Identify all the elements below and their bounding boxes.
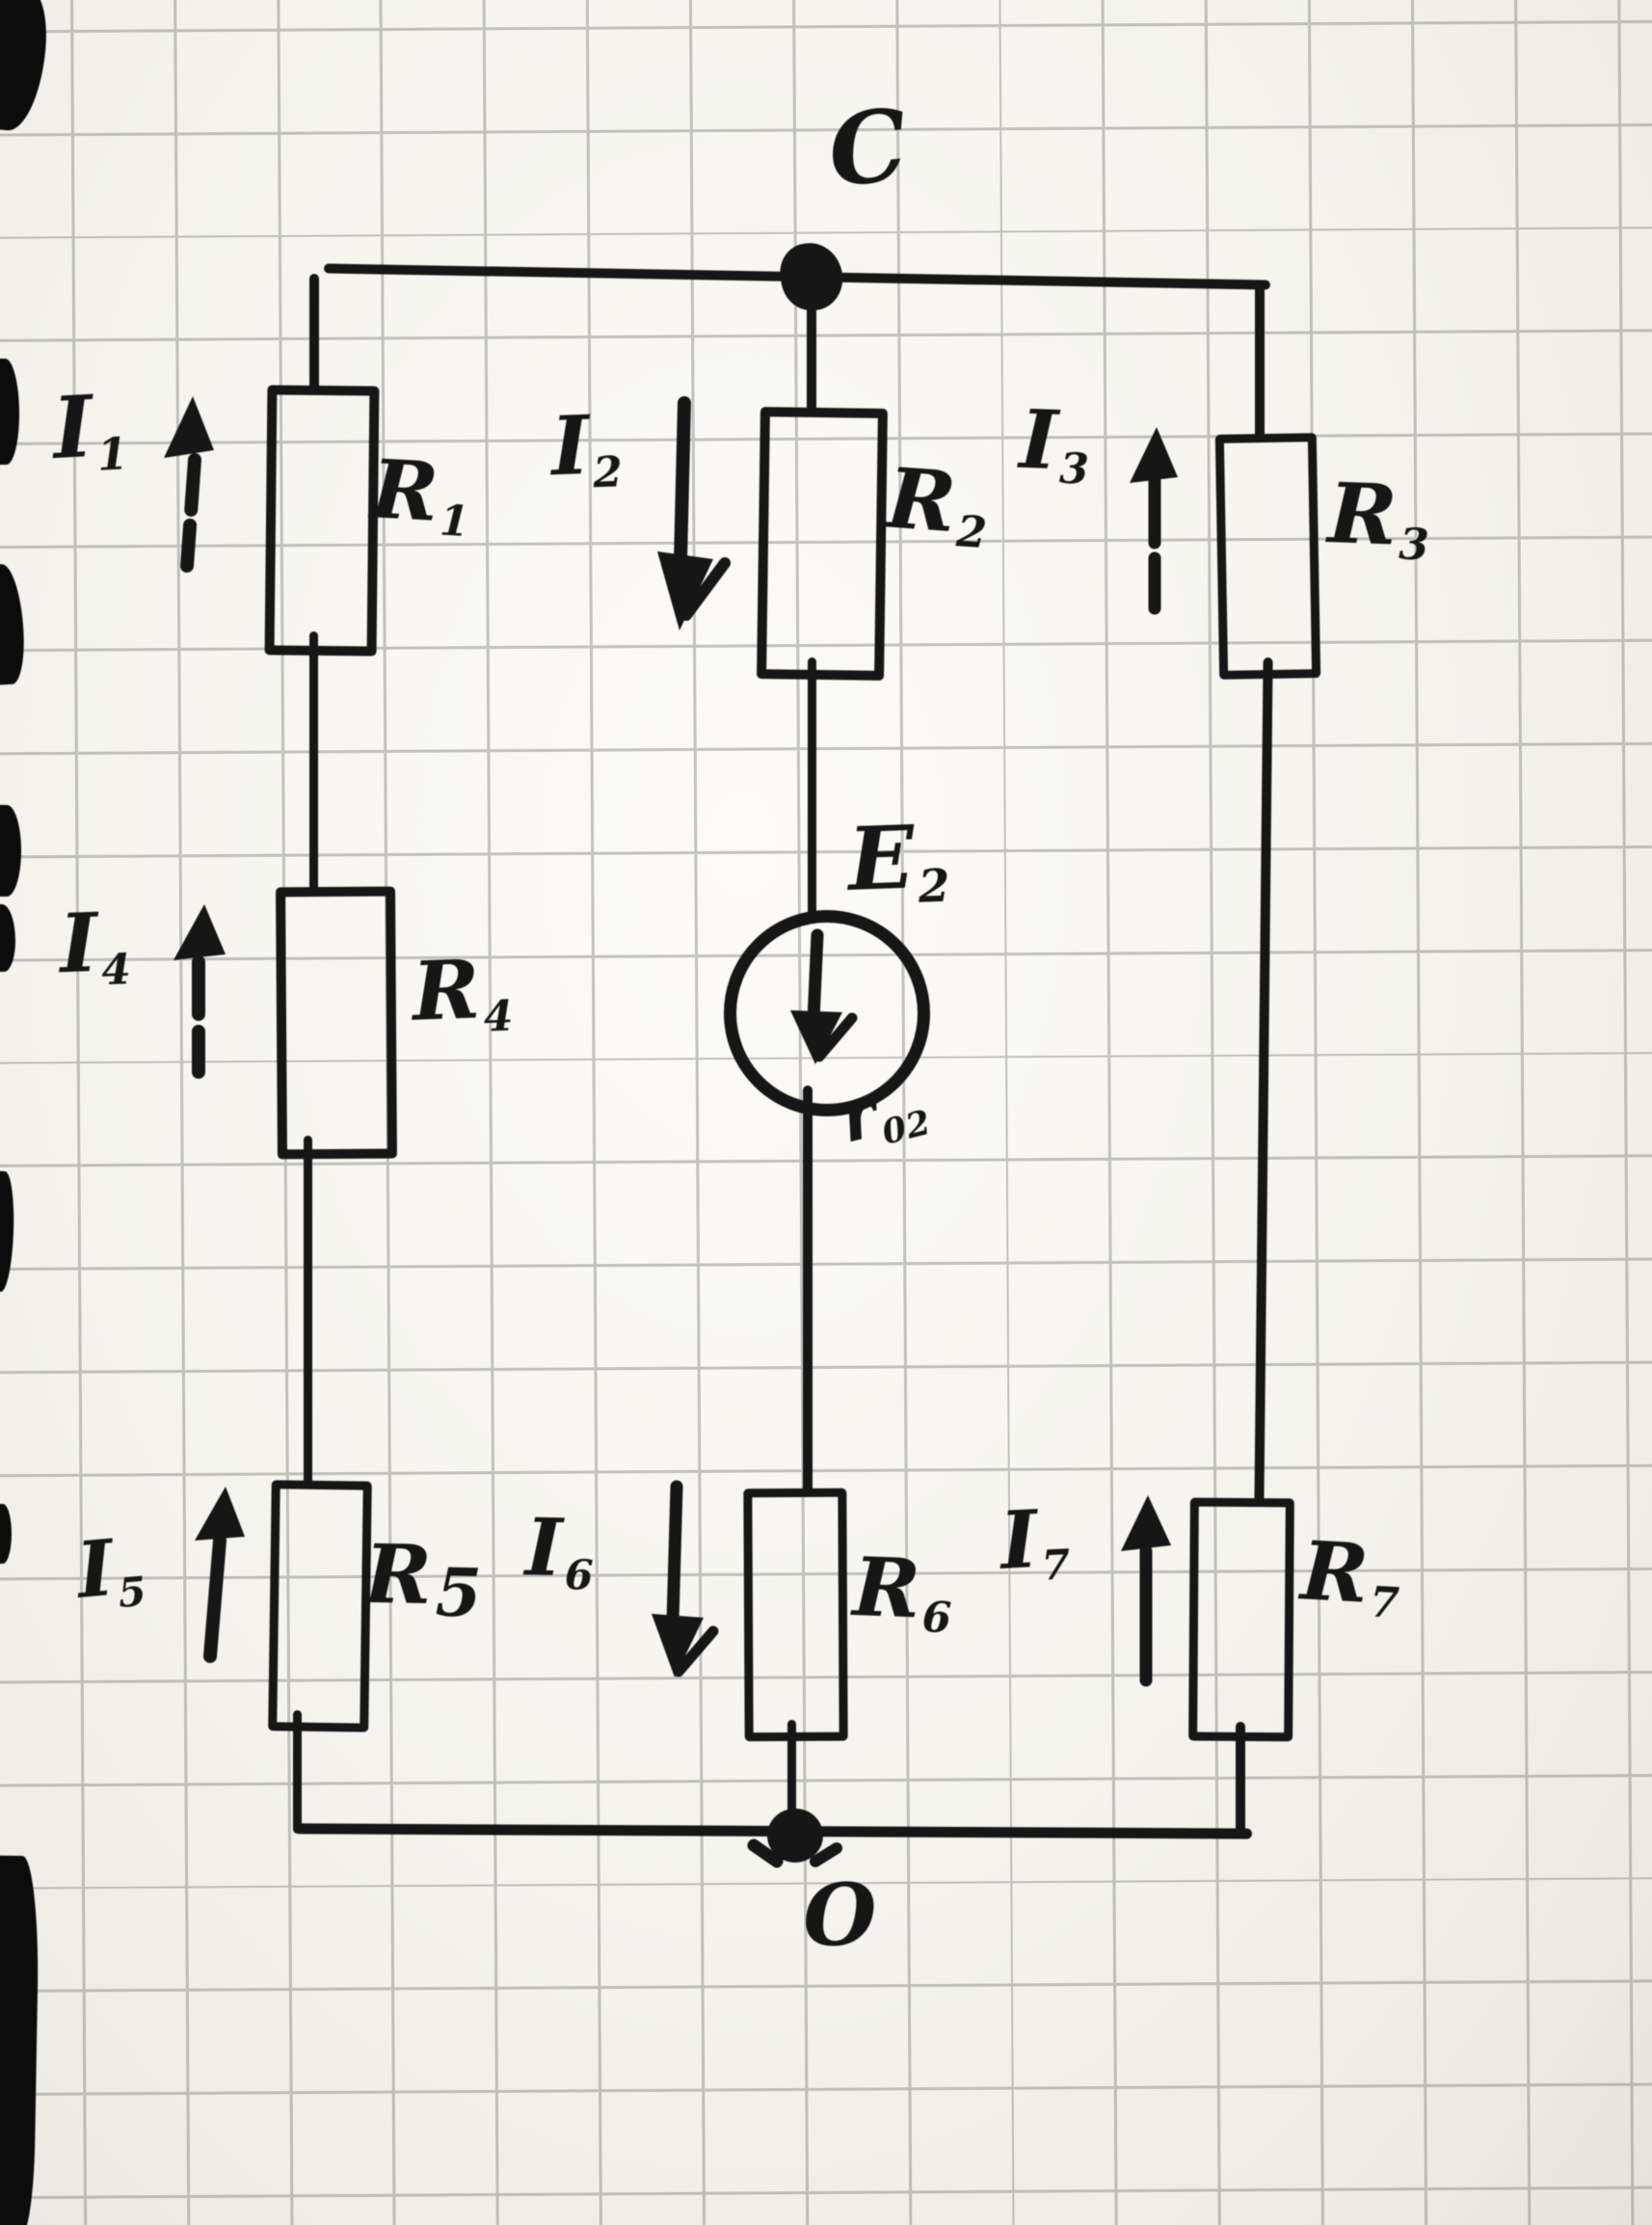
internal-resistance-r02-label: r02 — [833, 1068, 936, 1158]
current-i6-arrow-down-icon — [652, 1480, 719, 1677]
label-sub: 6 — [920, 1593, 953, 1644]
label-base: R — [851, 1539, 923, 1637]
node-c-label: C — [823, 87, 914, 210]
wire-left-mid1 — [309, 631, 318, 894]
label-sub: 02 — [878, 1102, 936, 1153]
wire-right-drop — [1255, 283, 1265, 440]
label-sub: 7 — [1040, 1541, 1073, 1591]
wire-right-bottom — [1236, 1722, 1245, 1836]
resistor-r5-box — [268, 1480, 372, 1732]
label-sub: 1 — [438, 496, 471, 548]
label-sub: 1 — [95, 427, 130, 481]
scan-artifact — [0, 359, 19, 465]
label-sub: 6 — [564, 1551, 595, 1600]
resistor-r3-label: R3 — [1326, 465, 1432, 570]
node-o-label: O — [801, 1863, 879, 1967]
resistor-r5-label: R5 — [363, 1526, 483, 1633]
current-i4-label: I4 — [58, 895, 132, 995]
current-i3-label: I3 — [1018, 391, 1092, 495]
current-i7-arrow-up-icon — [1121, 1495, 1171, 1687]
label-base: I — [50, 375, 96, 478]
scan-artifact — [0, 0, 52, 134]
resistor-r2-box — [757, 407, 888, 681]
label-base: R — [411, 941, 483, 1039]
wire-left-mid2 — [304, 1136, 312, 1487]
wire-middle-2 — [803, 1086, 813, 1494]
scan-artifact — [0, 1170, 16, 1293]
label-sub: 5 — [116, 1567, 149, 1618]
wire-middle-1 — [808, 657, 816, 916]
label-sub: 4 — [482, 991, 515, 1042]
label-sub: 2 — [917, 859, 952, 914]
resistor-r4-box — [276, 886, 397, 1160]
resistor-r4-label: R4 — [411, 941, 515, 1041]
label-base: R — [363, 1525, 434, 1623]
label-base: R — [368, 441, 442, 540]
current-i2-label: I2 — [549, 397, 624, 497]
label-base: R — [1326, 465, 1400, 565]
resistor-r2-label: R2 — [884, 449, 992, 558]
label-base: I — [998, 1492, 1041, 1588]
label-base: I — [524, 1501, 565, 1595]
resistor-r1-label: R1 — [369, 441, 473, 547]
resistor-r3-box — [1214, 433, 1321, 680]
resistor-r6-label: R6 — [851, 1539, 955, 1643]
emf-e2-label: E2 — [846, 806, 951, 913]
current-i1-arrow-up-icon — [164, 396, 214, 573]
label-base: I — [549, 396, 592, 495]
label-base: R — [883, 449, 960, 552]
current-i5-arrow-up-icon — [195, 1487, 245, 1663]
scan-artifact — [0, 1504, 12, 1564]
label-sub: 4 — [100, 945, 133, 996]
label-sub: 3 — [1058, 443, 1091, 495]
label-base: O — [801, 1863, 880, 1967]
current-i1-label: I1 — [50, 376, 130, 481]
label-sub: 5 — [435, 1553, 484, 1633]
label-base: E — [846, 806, 918, 911]
current-i4-arrow-up-icon — [173, 904, 226, 1079]
wire-middle-3 — [787, 1720, 796, 1834]
label-sub: 7 — [1368, 1577, 1401, 1629]
wire-left-bottom — [293, 1710, 302, 1834]
scan-artifact — [0, 805, 21, 897]
resistor-r6-box — [743, 1488, 848, 1742]
emf-direction-arrow-down-icon — [790, 928, 858, 1064]
current-i6-label: I6 — [524, 1501, 595, 1599]
label-sub: 3 — [1398, 518, 1431, 571]
wire-middle-drop — [807, 301, 816, 413]
label-sub: 2 — [592, 447, 625, 498]
label-base: R — [1298, 1522, 1372, 1622]
scan-artifact — [0, 904, 15, 972]
current-i3-arrow-up-icon — [1130, 427, 1178, 615]
label-base: I — [73, 1521, 119, 1616]
label-sub: 2 — [954, 505, 990, 559]
label-base: I — [58, 894, 100, 992]
current-i7-label: I7 — [999, 1493, 1073, 1591]
label-base: C — [822, 87, 915, 210]
label-base: I — [1018, 390, 1060, 489]
wire-right-long — [1254, 657, 1273, 1507]
current-i2-arrow-down-icon — [657, 396, 731, 630]
scan-artifact — [0, 563, 27, 685]
wire-left-drop — [309, 274, 319, 393]
resistor-r1-box — [264, 385, 380, 657]
scan-artifact — [0, 1967, 21, 2053]
label-base: r — [832, 1075, 886, 1159]
resistor-r7-box — [1188, 1497, 1294, 1742]
resistor-r7-label: R7 — [1299, 1522, 1403, 1628]
current-i5-label: I5 — [73, 1522, 148, 1617]
